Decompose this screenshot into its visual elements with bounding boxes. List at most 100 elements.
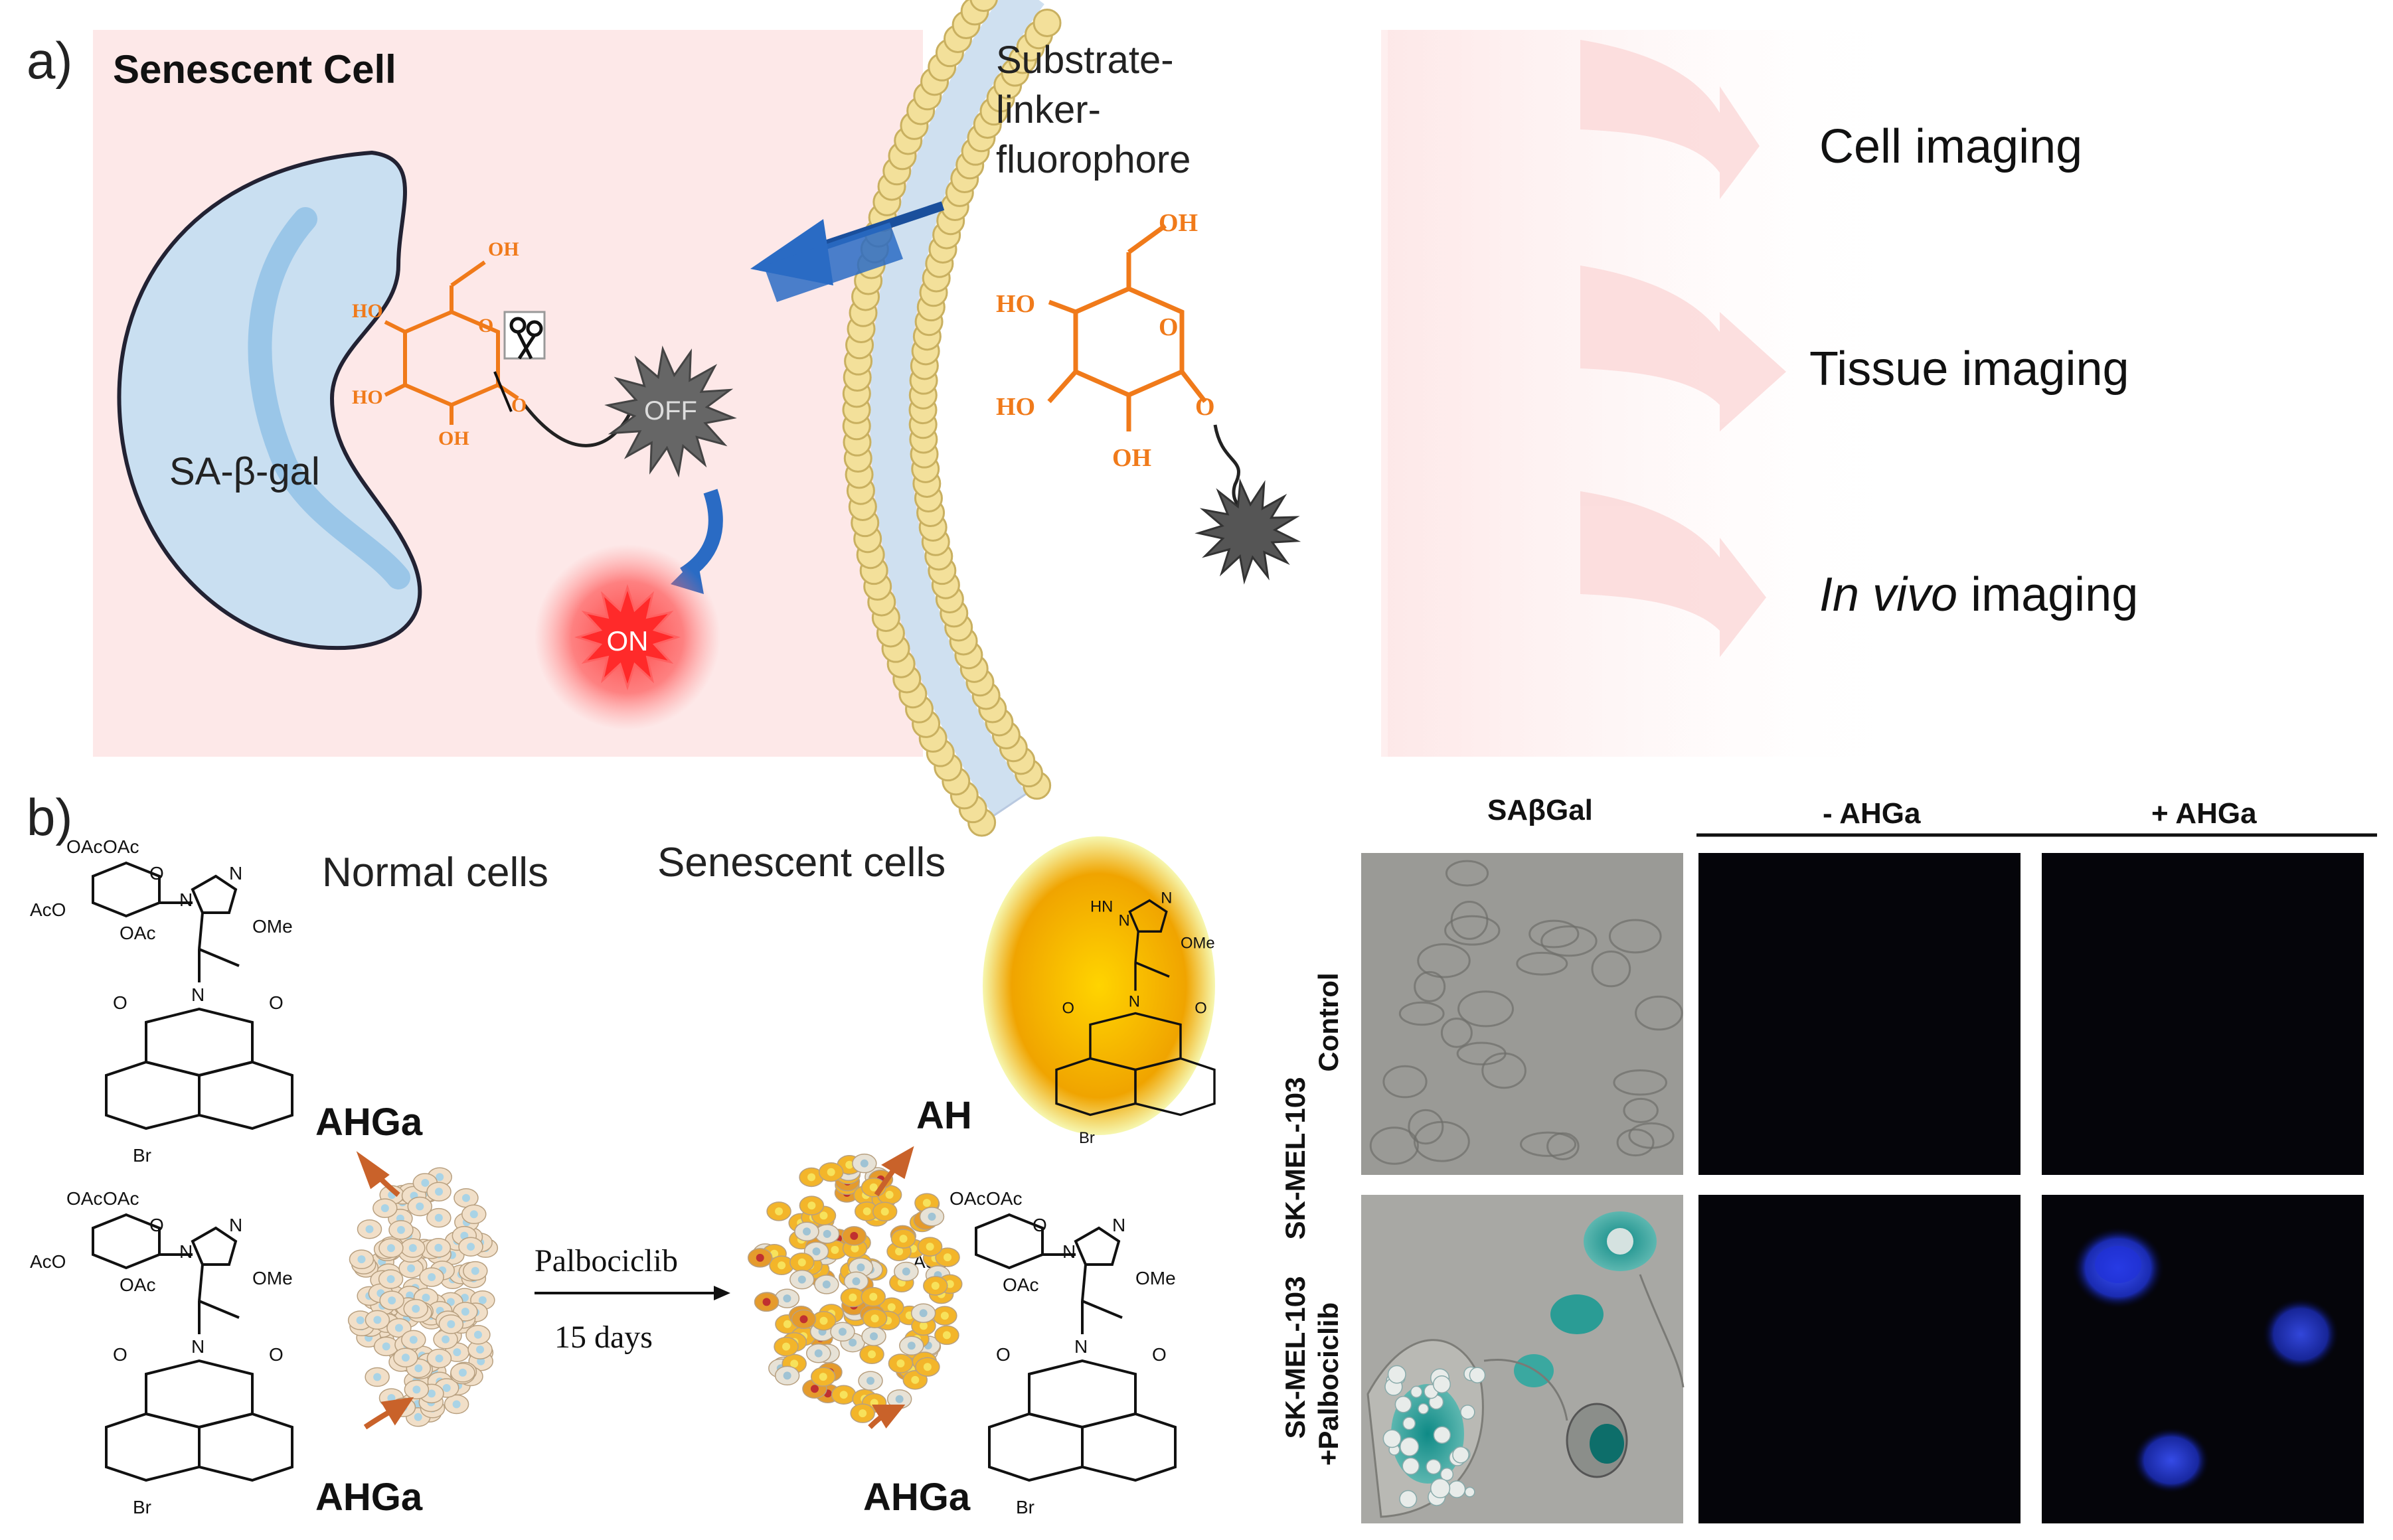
svg-text:N: N	[1129, 992, 1140, 1010]
output-tissue-imaging: Tissue imaging	[1809, 343, 2129, 396]
svg-text:OAc: OAc	[949, 1188, 985, 1209]
tile-palbo-plus-ahga	[2042, 1195, 2364, 1523]
senescent-cell-cluster	[747, 1153, 963, 1423]
sa-beta-gal-enzyme: SA-β-gal	[117, 150, 422, 651]
svg-text:AcO: AcO	[30, 1251, 66, 1272]
svg-text:Br: Br	[1079, 1129, 1095, 1147]
col-header-sabgal: SAβGal	[1487, 794, 1593, 826]
row-label-palbo-line1: SK-MEL-103	[1279, 1276, 1311, 1438]
col-header-minus-ahga: - AHGa	[1823, 797, 1921, 830]
svg-text:OAc: OAc	[103, 836, 139, 857]
svg-text:OMe: OMe	[1135, 1268, 1176, 1288]
sugar-oh-top: OH	[488, 238, 519, 260]
svg-text:OAc: OAc	[66, 1188, 102, 1209]
sugar-link-o: O	[511, 394, 527, 416]
svg-text:Br: Br	[133, 1145, 151, 1166]
svg-text:O: O	[149, 863, 164, 884]
ahga-label-bottom-left: AHGa	[315, 1476, 423, 1519]
svg-text:O: O	[269, 1344, 284, 1365]
entry-arrow	[750, 201, 945, 302]
conversion-arrows	[356, 1146, 914, 1430]
svg-text:N: N	[229, 1215, 242, 1235]
probe-oh-top: OH	[1159, 209, 1198, 237]
output-invivo-imaging: In vivo imaging	[1819, 568, 2138, 621]
svg-text:OAc: OAc	[120, 1274, 155, 1295]
senescent-cell-title: Senescent Cell	[113, 47, 396, 92]
probe-ho-1: HO	[996, 290, 1035, 318]
row-label-palbo-line2: +Palbociclib	[1313, 1302, 1344, 1466]
on-label: ON	[607, 625, 649, 656]
svg-text:N: N	[179, 889, 193, 910]
svg-text:Br: Br	[133, 1497, 151, 1517]
svg-text:Br: Br	[1016, 1497, 1034, 1517]
off-label: OFF	[644, 396, 697, 425]
svg-text:O: O	[1032, 1215, 1047, 1235]
svg-text:N: N	[229, 863, 242, 884]
normal-cell-cluster	[347, 1167, 499, 1427]
microscopy-panel: SAβGal - AHGa + AHGa SK-MEL-103 Control …	[1279, 794, 2377, 1523]
probe-oh-bottom: OH	[1112, 444, 1151, 472]
probe-ring-o: O	[1159, 313, 1179, 341]
svg-text:N: N	[1119, 912, 1130, 930]
probe-label-line-1: Substrate-	[996, 38, 1174, 82]
svg-text:OAc: OAc	[120, 923, 155, 943]
svg-text:O: O	[269, 992, 284, 1013]
tile-palbo-minus-ahga	[1698, 1195, 2021, 1523]
probe-label-line-3: fluorophore	[996, 138, 1191, 181]
output-cell-imaging: Cell imaging	[1819, 120, 2082, 173]
svg-text:OMe: OMe	[252, 916, 293, 937]
svg-text:N: N	[1062, 1241, 1076, 1262]
row-label-control-line1: SK-MEL-103	[1279, 1077, 1311, 1239]
probe-link-o: O	[1195, 393, 1215, 421]
tile-palbo-sabgal	[1361, 1195, 1685, 1523]
panel-a: a) Senescent Cell SA-β-gal OH HO HO OH	[27, 0, 2138, 837]
svg-text:O: O	[149, 1215, 164, 1235]
svg-text:OMe: OMe	[1181, 935, 1215, 953]
svg-text:O: O	[1152, 1344, 1167, 1365]
row-label-control-line2: Control	[1313, 972, 1344, 1071]
probe-label-line-2: linker-	[996, 88, 1101, 131]
sugar-ho-2: HO	[352, 386, 383, 408]
palbociclib-treatment: Palbociclib 15 days	[535, 1243, 730, 1355]
svg-text:O: O	[113, 992, 127, 1013]
output-arrows	[1580, 40, 1786, 657]
svg-text:AcO: AcO	[30, 899, 66, 920]
sugar-ring-o: O	[478, 315, 493, 337]
ahga-label-bottom-right: AHGa	[863, 1476, 971, 1519]
invivo-rest: imaging	[1957, 568, 2138, 621]
svg-text:N: N	[1112, 1215, 1125, 1235]
panel-a-label: a)	[27, 31, 72, 90]
probe-fluorophore-star	[1195, 478, 1301, 585]
svg-text:HN: HN	[1090, 898, 1113, 916]
treatment-label: Palbociclib	[535, 1243, 678, 1278]
probe-ho-2: HO	[996, 393, 1035, 421]
svg-text:O: O	[113, 1344, 127, 1365]
tile-control-sabgal	[1361, 853, 1683, 1175]
sugar-ho-1: HO	[352, 300, 383, 322]
svg-text:O: O	[996, 1344, 1011, 1365]
col-header-plus-ahga: + AHGa	[2151, 797, 2257, 830]
sugar-oh-bottom: OH	[438, 427, 469, 449]
svg-text:OAc: OAc	[103, 1188, 139, 1209]
tile-control-plus-ahga	[2042, 853, 2364, 1175]
on-fluorophore: ON	[535, 544, 720, 730]
cell-membrane	[842, 0, 1062, 837]
ah-label: AH	[916, 1094, 972, 1137]
svg-text:N: N	[191, 1336, 205, 1357]
svg-text:N: N	[191, 984, 205, 1005]
tile-control-minus-ahga	[1698, 853, 2021, 1175]
normal-cells-label: Normal cells	[322, 850, 548, 895]
probe-label: Substrate- linker- fluorophore	[996, 38, 1191, 181]
ahga-label-top: AHGa	[315, 1101, 423, 1144]
svg-text:O: O	[1195, 1000, 1207, 1018]
senescent-cells-label: Senescent cells	[657, 840, 946, 886]
svg-text:OAc: OAc	[986, 1188, 1022, 1209]
svg-text:N: N	[179, 1241, 193, 1262]
invivo-italic: In vivo	[1819, 568, 1957, 621]
scissors-icon	[493, 311, 546, 412]
